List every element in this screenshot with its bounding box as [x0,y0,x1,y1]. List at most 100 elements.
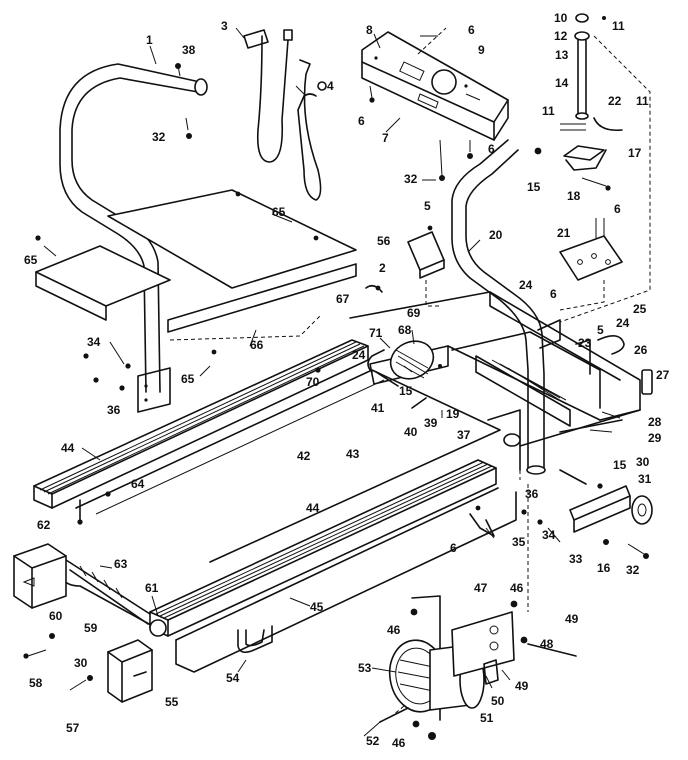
front-pulley [367,340,435,387]
part-label-56: 56 [377,234,391,248]
part-label-68: 68 [398,323,412,337]
part-label-11: 11 [612,19,625,33]
upright [451,139,546,475]
part-label-35: 35 [512,535,526,549]
part-label-19: 19 [446,407,460,421]
part-label-6: 6 [614,202,621,216]
height-adjust-pin [559,13,651,323]
part-label-28: 28 [648,415,662,429]
part-label-66: 66 [250,338,264,352]
part-label-9: 9 [478,43,485,57]
part-label-40: 40 [404,425,418,439]
part-label-50: 50 [491,694,505,708]
part-label-6: 6 [358,114,365,128]
part-label-30: 30 [74,656,88,670]
part-label-34: 34 [542,528,556,542]
part-label-15: 15 [527,180,541,194]
part-label-71: 71 [369,326,383,340]
rear-stand [237,625,273,654]
handrail-fasteners [175,63,192,139]
part-label-70: 70 [306,375,320,389]
part-label-59: 59 [84,621,98,635]
part-label-15: 15 [613,458,627,472]
part-label-10: 10 [554,11,568,25]
part-label-24: 24 [519,278,533,292]
bracket-and-cables [243,29,327,201]
part-label-37: 37 [457,428,471,442]
part-label-4: 4 [327,79,334,93]
control-boards [407,218,623,311]
part-label-25: 25 [633,302,647,316]
part-label-7: 7 [382,131,389,145]
part-label-31: 31 [638,472,652,486]
part-label-46: 46 [392,736,406,750]
part-label-46: 46 [510,581,524,595]
part-label-36: 36 [525,487,539,501]
console [361,27,509,181]
part-label-6: 6 [450,541,457,555]
deck-board [35,189,357,355]
rear-roller [13,543,153,703]
part-label-15: 15 [399,384,413,398]
part-label-18: 18 [567,189,581,203]
deck-rails [33,339,517,673]
part-label-43: 43 [346,447,360,461]
part-label-61: 61 [145,581,159,595]
part-label-57: 57 [66,721,80,735]
part-label-41: 41 [371,401,385,415]
part-label-21: 21 [557,226,571,240]
part-label-45: 45 [310,600,324,614]
part-label-64: 64 [131,477,145,491]
part-label-39: 39 [424,416,438,430]
part-label-47: 47 [474,581,488,595]
part-label-32: 32 [404,172,418,186]
part-label-12: 12 [554,29,568,43]
part-label-3: 3 [221,19,228,33]
part-label-26: 26 [634,343,648,357]
leader-lines [43,27,621,737]
part-label-42: 42 [297,449,311,463]
part-label-33: 33 [569,552,583,566]
part-label-5: 5 [424,199,431,213]
rear-wheel-bracket [559,469,653,559]
misc-fasteners [23,284,543,691]
part-label-54: 54 [226,671,240,685]
part-label-65: 65 [24,253,38,267]
part-label-2: 2 [379,261,386,275]
part-label-65: 65 [272,205,286,219]
main-frame [349,291,653,471]
part-label-67: 67 [336,292,350,306]
part-label-60: 60 [49,609,63,623]
part-label-24: 24 [616,316,630,330]
part-label-52: 52 [366,734,380,748]
part-label-6: 6 [468,23,475,37]
part-label-14: 14 [555,76,569,90]
part-label-17: 17 [628,146,642,160]
part-label-22: 22 [608,94,622,108]
part-label-62: 62 [37,518,51,532]
part-label-38: 38 [182,43,196,57]
part-label-34: 34 [87,335,101,349]
part-label-65: 65 [181,372,195,386]
drive-motor-assembly [379,470,577,740]
part-label-69: 69 [407,306,421,320]
part-label-5: 5 [597,323,604,337]
part-label-24: 24 [352,348,366,362]
part-label-51: 51 [480,711,494,725]
part-label-55: 55 [165,695,179,709]
part-label-11: 11 [636,94,649,108]
part-label-44: 44 [306,501,320,515]
part-label-11: 11 [542,104,555,118]
part-label-32: 32 [152,130,166,144]
part-label-49: 49 [515,679,529,693]
part-label-58: 58 [29,676,43,690]
part-label-13: 13 [555,48,569,62]
part-label-27: 27 [656,368,670,382]
part-label-44: 44 [61,441,75,455]
part-label-1: 1 [146,33,153,47]
part-label-20: 20 [489,228,503,242]
hinge-bracket [534,145,611,191]
part-label-46: 46 [387,623,401,637]
part-label-23: 23 [578,336,592,350]
